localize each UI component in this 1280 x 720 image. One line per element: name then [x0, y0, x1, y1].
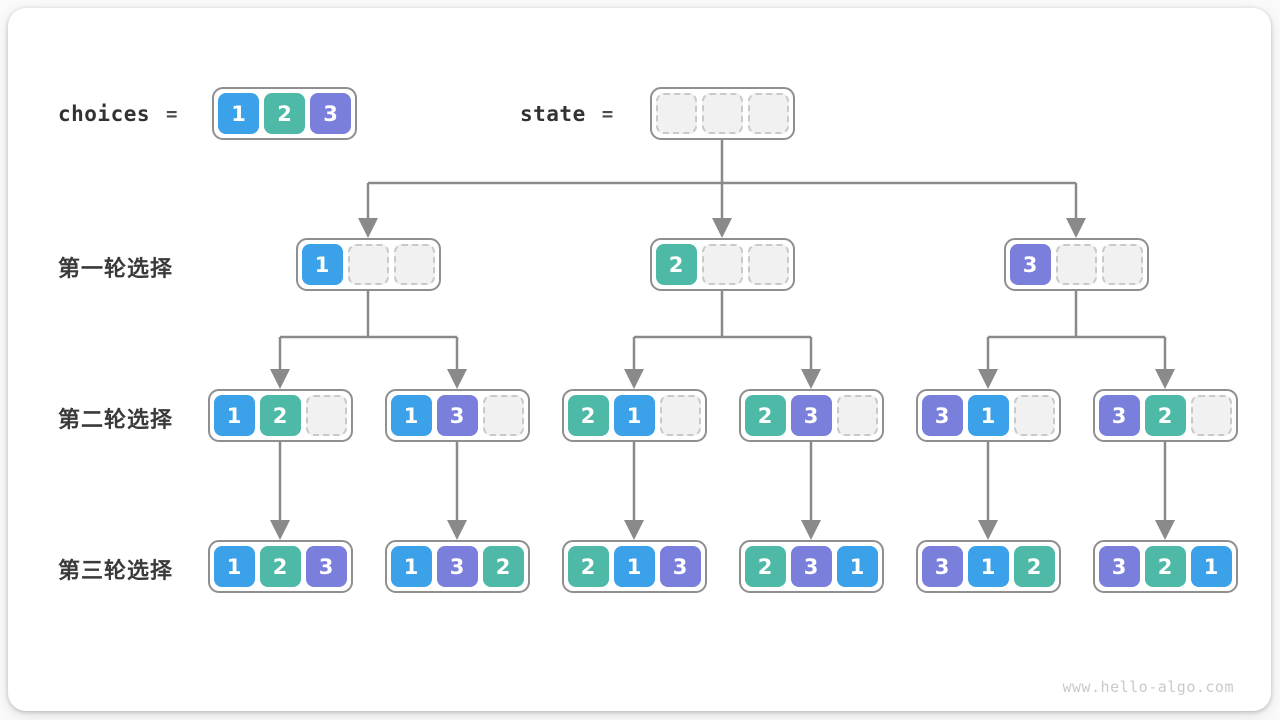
empty-cell	[702, 93, 743, 134]
empty-cell	[305, 395, 347, 436]
cell-value-3: 3	[436, 546, 478, 587]
empty-cell	[747, 244, 789, 285]
cell-value-1: 1	[213, 395, 255, 436]
round-3-label: 第三轮选择	[58, 558, 174, 583]
cell-value-1: 1	[613, 546, 655, 587]
cell-value-3: 3	[921, 546, 963, 587]
empty-cell	[701, 244, 743, 285]
cell-value-2: 2	[264, 93, 305, 134]
tree-node-round1-3: 3	[1003, 238, 1149, 291]
cell-value-1: 1	[218, 93, 259, 134]
empty-cell	[748, 93, 789, 134]
equals-sign: =	[601, 102, 614, 125]
watermark: www.hello-algo.com	[1062, 678, 1234, 696]
cell-value-2: 2	[567, 546, 609, 587]
round-1-label: 第一轮选择	[58, 256, 174, 281]
empty-cell	[1190, 395, 1232, 436]
cell-value-2: 2	[744, 395, 786, 436]
cell-value-3: 3	[659, 546, 701, 587]
empty-cell	[659, 395, 701, 436]
choices-expression: choices =	[58, 87, 177, 140]
tree-node-round1-2: 2	[649, 238, 795, 291]
cell-value-3: 3	[790, 395, 832, 436]
cell-value-2: 2	[655, 244, 697, 285]
cell-value-1: 1	[301, 244, 343, 285]
round-2-label: 第二轮选择	[58, 407, 174, 432]
cell-value-1: 1	[836, 546, 878, 587]
tree-node-round1-1: 1	[295, 238, 441, 291]
cell-value-2: 2	[1013, 546, 1055, 587]
cell-value-3: 3	[310, 93, 351, 134]
empty-cell	[347, 244, 389, 285]
cell-value-1: 1	[1190, 546, 1232, 587]
state-expression: state =	[520, 87, 613, 140]
empty-cell	[656, 93, 697, 134]
state-array	[650, 87, 795, 140]
empty-cell	[1101, 244, 1143, 285]
equals-sign: =	[166, 102, 178, 125]
cell-value-1: 1	[613, 395, 655, 436]
cell-value-3: 3	[921, 395, 963, 436]
cell-value-2: 2	[259, 546, 301, 587]
cell-value-2: 2	[1144, 546, 1186, 587]
cell-value-3: 3	[1098, 395, 1140, 436]
cell-value-2: 2	[482, 546, 524, 587]
cell-value-2: 2	[567, 395, 609, 436]
cell-value-3: 3	[305, 546, 347, 587]
cell-value-2: 2	[744, 546, 786, 587]
cell-value-1: 1	[967, 395, 1009, 436]
cell-value-2: 2	[1144, 395, 1186, 436]
cell-value-3: 3	[790, 546, 832, 587]
cell-value-3: 3	[1098, 546, 1140, 587]
cell-value-3: 3	[436, 395, 478, 436]
state-label: state	[520, 101, 586, 126]
empty-cell	[1055, 244, 1097, 285]
cell-value-1: 1	[390, 546, 432, 587]
cell-value-3: 3	[1009, 244, 1051, 285]
empty-cell	[1013, 395, 1055, 436]
diagram-card	[8, 8, 1271, 711]
empty-cell	[836, 395, 878, 436]
cell-value-1: 1	[213, 546, 255, 587]
empty-cell	[393, 244, 435, 285]
cell-value-1: 1	[967, 546, 1009, 587]
cell-value-1: 1	[390, 395, 432, 436]
cell-value-2: 2	[259, 395, 301, 436]
choices-label: choices	[58, 101, 151, 126]
empty-cell	[482, 395, 524, 436]
